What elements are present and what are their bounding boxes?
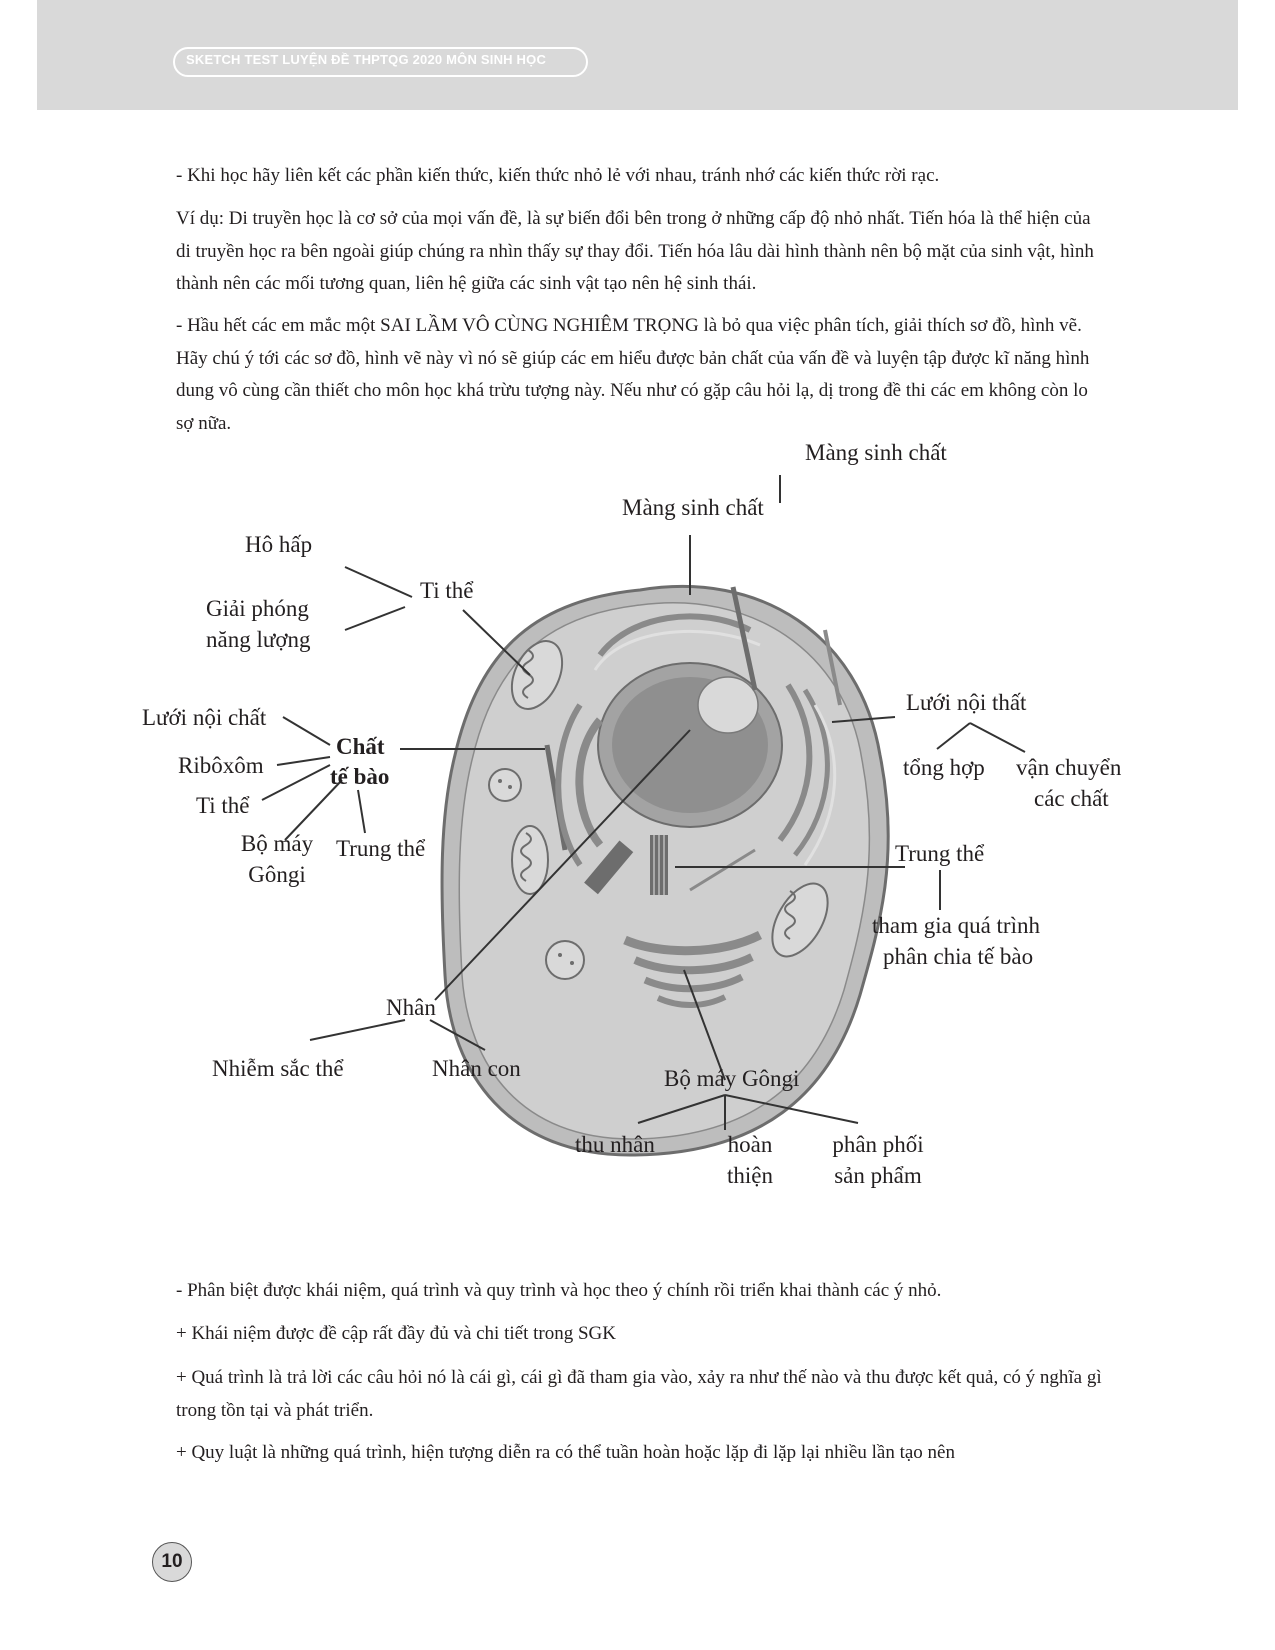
header-title-pill (173, 47, 588, 77)
paragraph-concept: + Khái niệm được đề cập rất đầy đủ và ch… (176, 1323, 616, 1344)
mitochondrion-top-left (510, 640, 564, 710)
cell-diagram: Màng sinh chất Màng sinh chất Hô hấp Ti … (0, 440, 1275, 1255)
label-energy-release-2: năng lượng (206, 627, 311, 652)
nucleolus-shape (697, 676, 759, 734)
label-golgi-left-2: Gôngi (248, 862, 306, 887)
label-golgi-left-1: Bộ máy (240, 831, 314, 856)
vesicle-bottom (545, 940, 585, 980)
page-number: 10 (152, 1542, 192, 1582)
label-golgi: Bộ máy Gôngi (664, 1066, 800, 1091)
label-respiration: Hô hấp (245, 532, 313, 557)
label-mitochondria: Ti thể (420, 578, 474, 603)
golgi-apparatus (555, 703, 763, 1008)
mitochondrion-right (771, 882, 829, 958)
mitochondrion-left (511, 825, 549, 895)
label-centrosome-left: Trung thể (336, 836, 426, 861)
paragraph-link-knowledge: - Khi học hãy liên kết các phần kiến thứ… (176, 165, 940, 186)
label-cell-division-2: phân chia tế bào (883, 944, 1034, 969)
label-nucleus: Nhân (386, 995, 436, 1020)
header-title: SKETCH TEST LUYỆN ĐỀ THPTQG 2020 MÔN SIN… (186, 52, 547, 67)
paragraph-process: + Quá trình là trả lời các câu hỏi nó là… (176, 1367, 1102, 1421)
label-cell-division-1: tham gia quá trình (872, 913, 1040, 938)
label-er-right: Lưới nội thất (906, 690, 1027, 715)
label-distribute-2: sản phẩm (834, 1163, 922, 1188)
vesicle-left (488, 768, 522, 802)
paragraph-serious-mistake: - Hầu hết các em mắc một SAI LẦM VÔ CÙNG… (176, 315, 1090, 434)
label-plasma-membrane: Màng sinh chất (622, 495, 764, 520)
label-plasma-membrane-top: Màng sinh chất (805, 440, 947, 465)
label-energy-release-1: Giải phóng (206, 596, 309, 621)
label-receive: thu nhân (575, 1132, 655, 1157)
label-chromosome: Nhiễm sắc thể (212, 1056, 344, 1081)
label-ribosome: Ribôxôm (178, 753, 264, 778)
paragraph-rule: + Quy luật là những quá trình, hiện tượn… (176, 1442, 955, 1463)
label-finish-2: thiện (727, 1163, 773, 1188)
label-nucleolus: Nhân con (432, 1056, 521, 1081)
label-transport-1: vận chuyển (1016, 755, 1122, 780)
label-distribute-1: phân phối (832, 1132, 924, 1157)
label-er-left: Lưới nội chất (142, 705, 267, 730)
label-mitochondria-left: Ti thể (196, 793, 250, 818)
label-finish-1: hoàn (727, 1132, 773, 1157)
cell-illustration (261, 475, 1026, 1157)
centriole-pair (584, 835, 668, 895)
label-transport-2: các chất (1034, 786, 1109, 811)
label-cytoplasm-1: Chất (336, 734, 385, 759)
paragraph-distinguish: - Phân biệt được khái niệm, quá trình và… (176, 1280, 942, 1301)
leader-lines (261, 475, 1026, 1130)
paragraph-example: Ví dụ: Di truyền học là cơ sở của mọi vấ… (176, 208, 1094, 294)
header-band (37, 0, 1238, 110)
label-synthesis: tổng hợp (903, 755, 985, 780)
label-cytoplasm-2: tế bào (330, 764, 390, 789)
label-centrosome-right: Trung thể (895, 841, 985, 866)
